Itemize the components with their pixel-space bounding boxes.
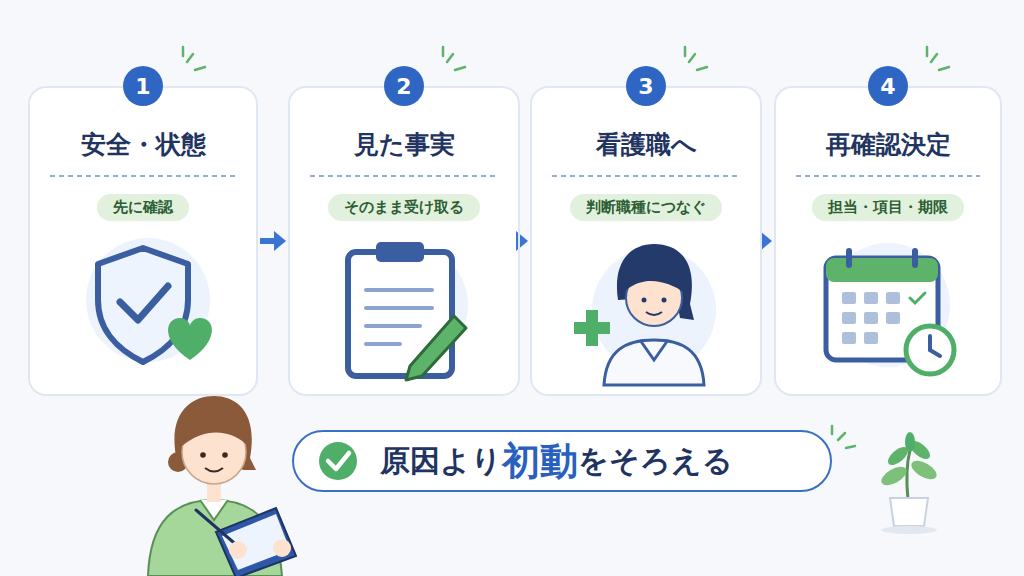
step-title: 見た事実: [290, 128, 518, 161]
step-card: 見た事実2そのまま受け取る: [288, 86, 520, 396]
staff-illustration: [148, 396, 296, 576]
step-tag-pill: 担当・項目・期限: [812, 194, 964, 221]
clipboard-icon: [348, 242, 468, 380]
nurse-icon: [574, 244, 716, 385]
flow-arrow: [516, 231, 528, 251]
step-tag: 判断職種につなぐ: [586, 198, 706, 217]
step-tag-pill: そのまま受け取る: [328, 194, 480, 221]
step-tag-pill: 先に確認: [97, 194, 189, 221]
step-title: 安全・状態: [30, 128, 256, 161]
summary-pill: 原因より初動をそろえる: [292, 430, 832, 492]
shield-icon: [86, 238, 212, 362]
callout-number: 2: [396, 74, 411, 99]
pill-fill: [292, 430, 832, 492]
step-number-badge: 4: [868, 66, 908, 106]
step-title: 再確認決定: [776, 128, 1000, 161]
step-card: 看護職へ3判断職種につなぐ: [530, 86, 762, 396]
summary-text: 原因より: [380, 441, 502, 482]
calendar-icon: [826, 243, 954, 374]
callout-number: 3: [638, 74, 653, 99]
step-number-badge: 3: [626, 66, 666, 106]
callout-number: 4: [880, 74, 895, 99]
plant-illustration: [878, 432, 939, 534]
card-fills: [28, 86, 1002, 396]
dashed-separators: [50, 175, 980, 177]
step-card: 再確認決定4担当・項目・期限: [774, 86, 1002, 396]
step-tag: 担当・項目・期限: [828, 198, 948, 217]
callout-number: 1: [135, 74, 150, 99]
step-number-badge: 2: [384, 66, 424, 106]
step-title: 看護職へ: [532, 128, 760, 161]
step-tag: そのまま受け取る: [344, 198, 464, 217]
summary-text: をそろえる: [578, 441, 733, 482]
step-tag: 先に確認: [113, 198, 173, 217]
sparkles: [183, 47, 949, 448]
step-number-badge: 1: [123, 66, 163, 106]
flow-arrow: [260, 231, 286, 251]
step-card: 安全・状態1先に確認: [28, 86, 258, 396]
summary-text: 初動: [502, 436, 578, 487]
check-badge: [319, 442, 357, 480]
step-tag-pill: 判断職種につなぐ: [570, 194, 722, 221]
